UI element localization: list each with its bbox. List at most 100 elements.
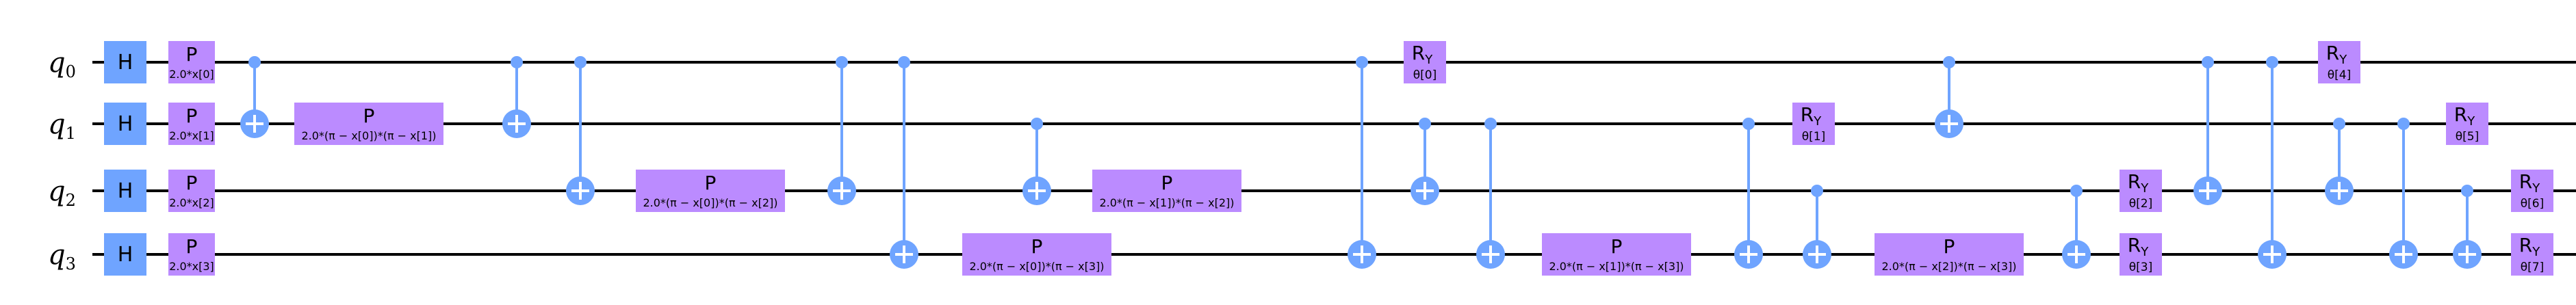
gate-label: RY <box>1801 103 1822 129</box>
gate-label: RY <box>2454 103 2475 129</box>
gate-label: P <box>186 43 198 66</box>
ry-gate: RYθ[4] <box>2318 41 2360 83</box>
gate-label: P <box>363 105 375 127</box>
cnot-gate <box>1935 56 1963 138</box>
gate-label: P <box>186 235 198 258</box>
gate-box <box>168 233 215 276</box>
gate-box <box>1542 233 1691 276</box>
gate-box <box>168 103 215 145</box>
cnot-gate <box>2453 185 2482 269</box>
cnot-gate <box>502 56 531 138</box>
control-dot <box>2202 56 2214 68</box>
gate-param: θ[1] <box>1802 130 1825 144</box>
cnot-gate <box>2325 118 2354 205</box>
gate-label: P <box>1161 172 1173 194</box>
gate-label: H <box>118 112 133 136</box>
ry-gate: RYθ[1] <box>1792 103 1835 145</box>
gate-param: 2.0*(π − x[1])*(π − x[3]) <box>1549 260 1684 273</box>
gate-param: θ[2] <box>2129 197 2152 211</box>
gate-label: RY <box>1412 42 1433 67</box>
control-dot <box>574 56 587 68</box>
gate-box <box>2120 170 2162 212</box>
gate-label: RY <box>2519 170 2540 196</box>
cnot-gate <box>1803 185 1831 269</box>
gate-param: 2.0*(π − x[0])*(π − x[2]) <box>643 196 777 209</box>
gate-param: θ[4] <box>2328 68 2351 82</box>
phase-gate: P 2.0*x[1] <box>168 103 215 145</box>
gate-label: P <box>1944 235 1955 258</box>
gate-box <box>2511 170 2553 212</box>
cnot-gate <box>2062 185 2091 269</box>
gate-box <box>104 233 146 276</box>
qubit-label: q3 <box>48 239 76 274</box>
control-dot <box>2397 118 2410 130</box>
cnot-gate <box>1476 118 1505 269</box>
gate-box <box>1404 41 1446 83</box>
gate-box <box>168 41 215 83</box>
gate-box <box>104 103 146 145</box>
h-gate: H <box>104 233 146 276</box>
gate-param: 2.0*x[1] <box>169 129 214 142</box>
gate-label: P <box>186 172 198 194</box>
ry-gate: RY θ[7] <box>2511 233 2553 276</box>
gate-box <box>2120 233 2162 276</box>
control-dot <box>1031 118 1043 130</box>
ry-gate: RYθ[2] <box>2120 170 2162 212</box>
phase-gate: P2.0*x[3] <box>168 233 215 276</box>
gate-box <box>294 103 443 145</box>
gate-box <box>104 41 146 83</box>
cnot-gate <box>1022 118 1051 205</box>
phase-gate: P 2.0*x[0] <box>168 41 215 83</box>
control-dot <box>1811 185 1823 197</box>
gate-box <box>636 170 785 212</box>
control-dot <box>1419 118 1431 130</box>
gate-box <box>2446 103 2488 145</box>
gate-label: H <box>118 243 133 267</box>
gate-label: H <box>118 179 133 203</box>
phase-gate: P 2.0*(π − x[0])*(π − x[2]) <box>636 170 785 212</box>
cnot-gate <box>240 56 269 138</box>
gate-box <box>1792 103 1835 145</box>
cnot-gate <box>1348 56 1376 269</box>
gate-param: θ[6] <box>2521 197 2544 211</box>
h-gate: H <box>104 170 146 212</box>
gate-box <box>2318 41 2360 83</box>
ry-gate: RYθ[0] <box>1404 41 1446 83</box>
phase-gate: P2.0*(π − x[1])*(π − x[2]) <box>1092 170 1241 212</box>
gate-param: 2.0*x[2] <box>169 196 214 209</box>
gate-label: RY <box>2326 42 2347 67</box>
gate-param: 2.0*(π − x[2])*(π − x[3]) <box>1881 260 2016 273</box>
phase-gate: P 2.0*(π − x[1])*(π − x[3]) <box>1542 233 1691 276</box>
gate-label: P <box>1611 235 1623 258</box>
control-dot <box>1742 118 1755 130</box>
control-dot <box>2266 56 2278 68</box>
gate-label: RY <box>2128 234 2149 259</box>
gate-label: RY <box>2519 234 2540 259</box>
gate-box <box>104 170 146 212</box>
gate-param: 2.0*(π − x[0])*(π − x[3]) <box>969 260 1104 273</box>
control-dot <box>2461 185 2473 197</box>
control-dot <box>898 56 910 68</box>
qubit-label: q0 <box>48 47 76 81</box>
control-dot <box>248 56 261 68</box>
cnot-gate <box>827 56 856 205</box>
gate-box <box>1875 233 2024 276</box>
control-dot <box>511 56 523 68</box>
ry-gate: RY θ[3] <box>2120 233 2162 276</box>
gate-label: P <box>705 172 717 194</box>
gate-label: P <box>186 105 198 127</box>
qubit-label: q2 <box>48 176 76 210</box>
gate-param: 2.0*x[0] <box>169 68 214 81</box>
gate-param: θ[7] <box>2521 261 2544 274</box>
gate-param: 2.0*(π − x[0])*(π − x[1]) <box>301 129 436 142</box>
gate-box <box>962 233 1111 276</box>
phase-gate: P 2.0*x[2] <box>168 170 215 212</box>
h-gate: H <box>104 41 146 83</box>
gate-param: θ[3] <box>2129 261 2152 274</box>
control-dot <box>836 56 848 68</box>
gate-box <box>2511 233 2553 276</box>
gate-box <box>1092 170 1241 212</box>
h-gate: H <box>104 103 146 145</box>
gate-param: θ[0] <box>1413 68 1437 82</box>
